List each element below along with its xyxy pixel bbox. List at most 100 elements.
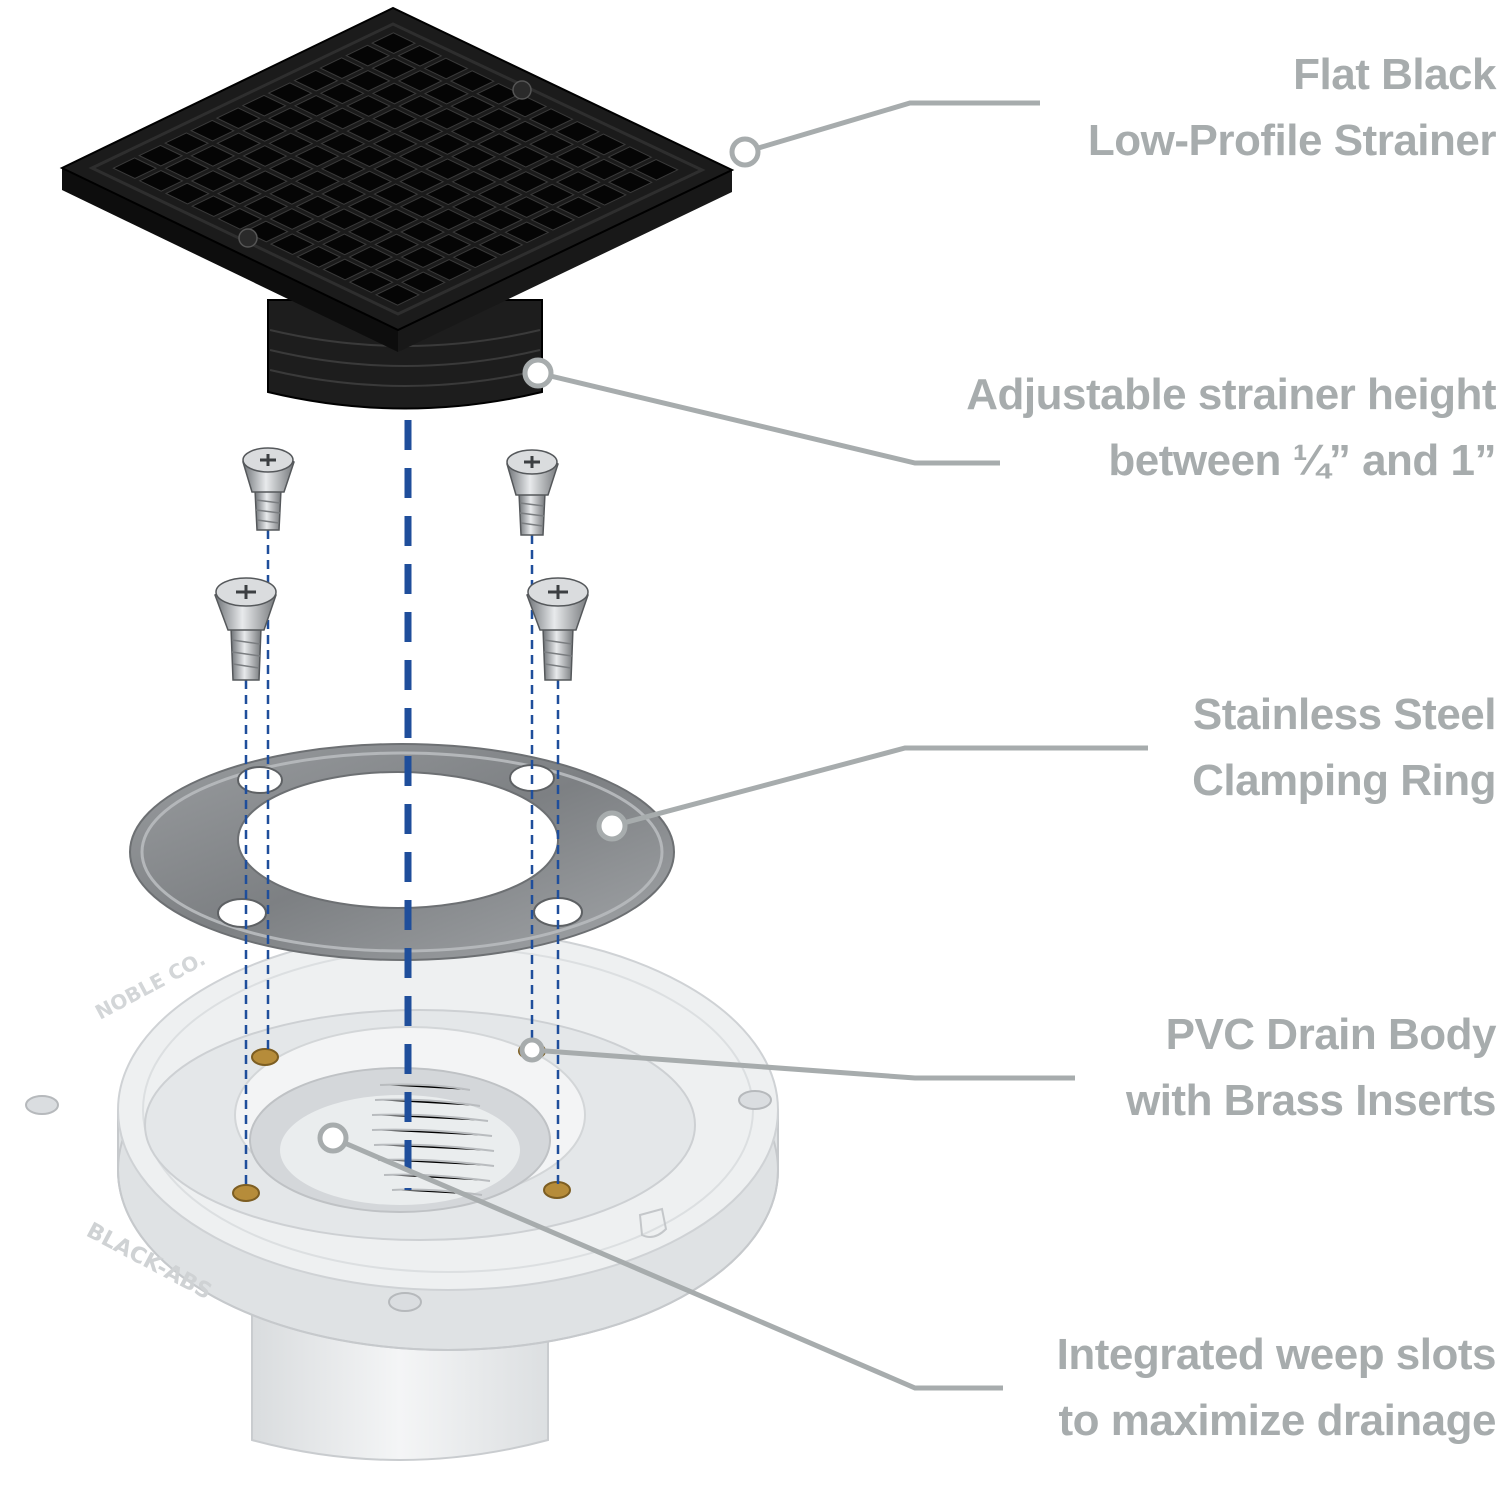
grate-hole bbox=[348, 271, 394, 294]
marker-ring bbox=[596, 810, 628, 842]
grate-hole bbox=[268, 132, 314, 155]
callout-line: Low-Profile Strainer bbox=[1087, 116, 1497, 165]
grate-hole bbox=[138, 170, 184, 192]
grate-hole bbox=[269, 208, 315, 230]
grate-hole bbox=[345, 69, 391, 92]
grate-hole bbox=[346, 145, 392, 168]
certification-mark-icon bbox=[638, 1207, 668, 1238]
marker-height bbox=[522, 357, 554, 389]
callout-line: between ¼” and 1” bbox=[1108, 436, 1496, 485]
grate-hole bbox=[423, 82, 469, 105]
grate-hole bbox=[423, 57, 469, 80]
callout-line: to maximize drainage bbox=[1058, 1396, 1497, 1445]
grate-hole bbox=[295, 195, 341, 218]
grate-hole bbox=[502, 95, 548, 118]
alignment-guides bbox=[244, 420, 560, 1190]
grate-hole bbox=[321, 183, 367, 205]
grate-hole bbox=[296, 246, 342, 268]
grate-hole bbox=[294, 145, 340, 168]
grate-hole bbox=[348, 246, 394, 268]
grate-hole bbox=[503, 171, 549, 193]
grate-hole bbox=[321, 208, 367, 231]
grate-hole bbox=[504, 221, 550, 244]
grate-hole bbox=[216, 157, 262, 180]
grate-hole bbox=[372, 132, 418, 155]
callout-strainer-label: Flat Black Low-Profile Strainer bbox=[1087, 42, 1497, 174]
grate-hole bbox=[451, 145, 497, 168]
grate-hole bbox=[503, 145, 549, 168]
grate-hole bbox=[371, 82, 417, 105]
callout-height-label: Adjustable strainer height between ¼” an… bbox=[966, 362, 1496, 494]
grate-holes bbox=[112, 32, 679, 306]
grate-hole bbox=[425, 208, 471, 231]
grate-hole bbox=[189, 119, 235, 142]
grate-hole bbox=[293, 94, 339, 117]
grate-hole bbox=[242, 170, 288, 193]
grate-hole bbox=[555, 146, 601, 168]
callout-line: Stainless Steel bbox=[1192, 690, 1497, 739]
grate-hole bbox=[294, 120, 340, 142]
grate-hole bbox=[426, 259, 472, 281]
grate-hole bbox=[190, 145, 236, 167]
marker-body bbox=[519, 1037, 545, 1063]
grate-hole bbox=[581, 158, 627, 181]
callout-line: Integrated weep slots bbox=[1056, 1330, 1497, 1379]
grate-hole bbox=[374, 258, 420, 281]
callout-ring-label: Stainless Steel Clamping Ring bbox=[1192, 682, 1496, 814]
grate-hole bbox=[452, 246, 498, 269]
grate-hole bbox=[242, 145, 288, 167]
grate-hole bbox=[529, 158, 575, 181]
leader-height bbox=[537, 370, 1000, 466]
grate-hole bbox=[400, 221, 446, 243]
screw-front-left bbox=[214, 577, 277, 681]
leader-weep bbox=[332, 1135, 1003, 1391]
plate-screw-icon bbox=[238, 228, 258, 248]
grate-hole bbox=[607, 146, 653, 168]
callout-line: with Brass Inserts bbox=[1125, 1076, 1497, 1125]
grate-hole bbox=[451, 170, 497, 193]
grate-hole bbox=[112, 157, 158, 180]
grate-hole bbox=[400, 246, 446, 269]
leader-strainer bbox=[744, 100, 1040, 155]
marker-weep bbox=[317, 1122, 349, 1154]
grate-hole bbox=[400, 271, 446, 294]
screws bbox=[214, 447, 589, 681]
grate-hole bbox=[425, 183, 471, 206]
grate-hole bbox=[398, 95, 444, 117]
grate-hole bbox=[320, 132, 366, 155]
screw-front-right bbox=[526, 577, 589, 681]
grate-hole bbox=[556, 196, 602, 219]
grate-hole bbox=[478, 208, 524, 231]
ring-bolt-holes bbox=[217, 764, 583, 928]
grate-hole bbox=[397, 44, 443, 67]
grate-hole bbox=[320, 157, 366, 180]
grate-hole bbox=[215, 107, 261, 130]
grate-hole bbox=[294, 170, 340, 193]
grate-hole bbox=[164, 182, 210, 205]
grate-hole bbox=[373, 208, 419, 231]
grate-hole bbox=[374, 284, 420, 306]
callout-leaders bbox=[332, 100, 1148, 1391]
flange-mount-holes bbox=[25, 1090, 772, 1312]
grate-hole bbox=[138, 144, 184, 167]
grate-hole bbox=[164, 132, 210, 155]
grate-hole bbox=[293, 69, 339, 92]
marker-strainer bbox=[729, 136, 761, 168]
grate-hole bbox=[345, 95, 391, 117]
grate-hole bbox=[269, 233, 315, 256]
grate-hole bbox=[528, 108, 574, 130]
grate-hole bbox=[554, 120, 600, 143]
grate-hole bbox=[476, 108, 522, 130]
grate-hole bbox=[243, 220, 289, 243]
grate-hole bbox=[322, 258, 368, 281]
grate-hole bbox=[478, 233, 524, 256]
grate-hole bbox=[425, 158, 471, 181]
grate-hole bbox=[397, 70, 443, 92]
screw-back-left bbox=[242, 447, 295, 531]
grate-hole bbox=[345, 44, 391, 67]
callout-weep-label: Integrated weep slots to maximize draina… bbox=[1056, 1322, 1497, 1454]
grate-hole bbox=[371, 32, 417, 54]
grate-hole bbox=[347, 170, 393, 193]
